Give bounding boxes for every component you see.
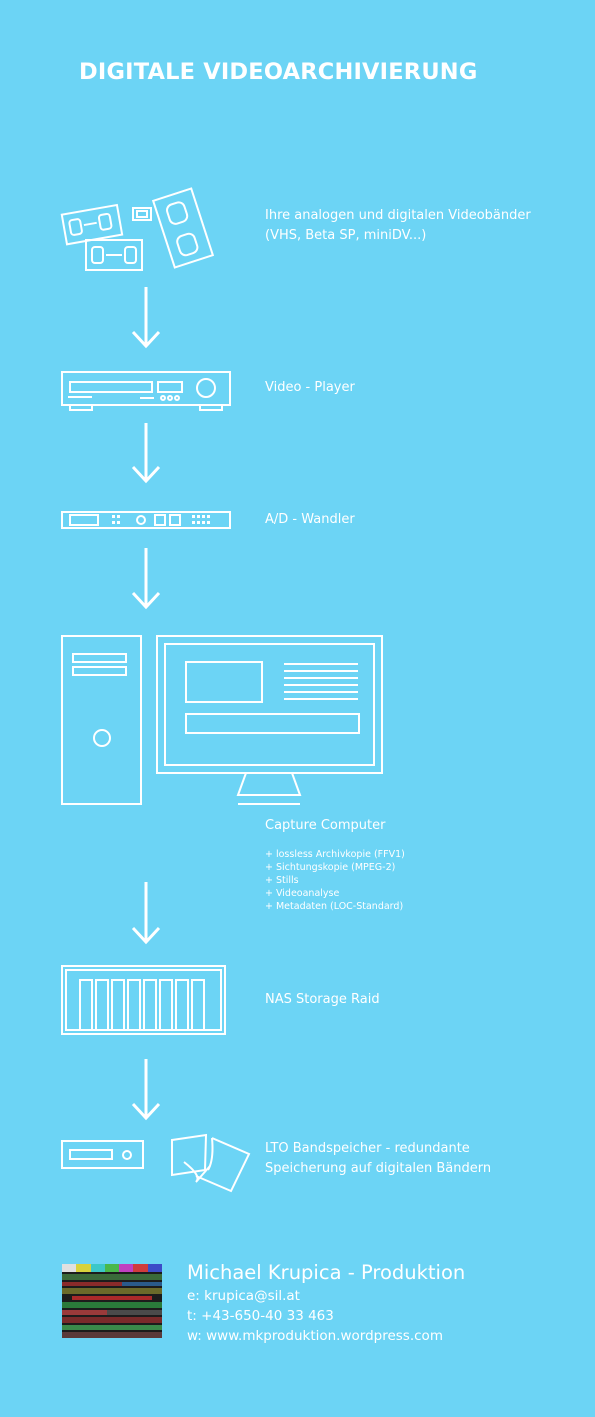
tape-cartridges-icon [171,1133,251,1193]
color-bar [147,1264,162,1272]
nas-raid-icon [61,965,226,1035]
contact-email[interactable]: e: krupica@sil.at [187,1288,300,1304]
color-bar [119,1264,134,1272]
contact-phone[interactable]: t: +43-650-40 33 463 [187,1308,334,1324]
arrow-down-icon [131,423,161,484]
arrow-down-icon [131,548,161,610]
step-lto-label: LTO Bandspeicher - redundante Speicherun… [265,1141,492,1176]
capture-computer-icon [61,635,383,805]
feature-item: + Sichtungskopie (MPEG-2) [265,862,396,873]
ad-converter-icon [61,511,231,529]
step-player-label: Video - Player [265,380,355,395]
lto-drive-icon [61,1140,144,1169]
contact-block: Michael Krupica - Produktion e: krupica@… [187,1260,465,1346]
color-bar [76,1264,91,1272]
page-title: DIGITALE VIDEOARCHIVIERUNG [79,59,478,85]
step-computer-label: Capture Computer [265,818,386,833]
feature-item: + lossless Archivkopie (FFV1) [265,849,405,860]
arrow-down-icon [131,1059,161,1121]
color-bar [62,1264,77,1272]
color-test-bars [62,1264,162,1272]
computer-feature-list: + lossless Archivkopie (FFV1) + Sichtung… [265,848,405,913]
feature-item: + Videoanalyse [265,888,340,899]
video-noise-pattern [62,1274,162,1338]
video-player-icon [61,371,231,411]
color-bar [133,1264,148,1272]
feature-item: + Stills [265,875,299,886]
arrow-down-icon [131,882,161,945]
step-nas-label: NAS Storage Raid [265,992,380,1007]
color-bar [104,1264,120,1272]
color-bar [90,1264,105,1272]
step-tapes-label: Ihre analogen und digitalen Videobänder … [265,208,531,243]
step-converter-label: A/D - Wandler [265,512,355,527]
contact-website[interactable]: w: www.mkproduktion.wordpress.com [187,1328,443,1344]
video-still-thumbnail [62,1264,162,1338]
videotapes-icon [60,187,215,271]
contact-name: Michael Krupica - Produktion [187,1261,466,1284]
arrow-down-icon [131,287,161,349]
feature-item: + Metadaten (LOC-Standard) [265,901,404,912]
